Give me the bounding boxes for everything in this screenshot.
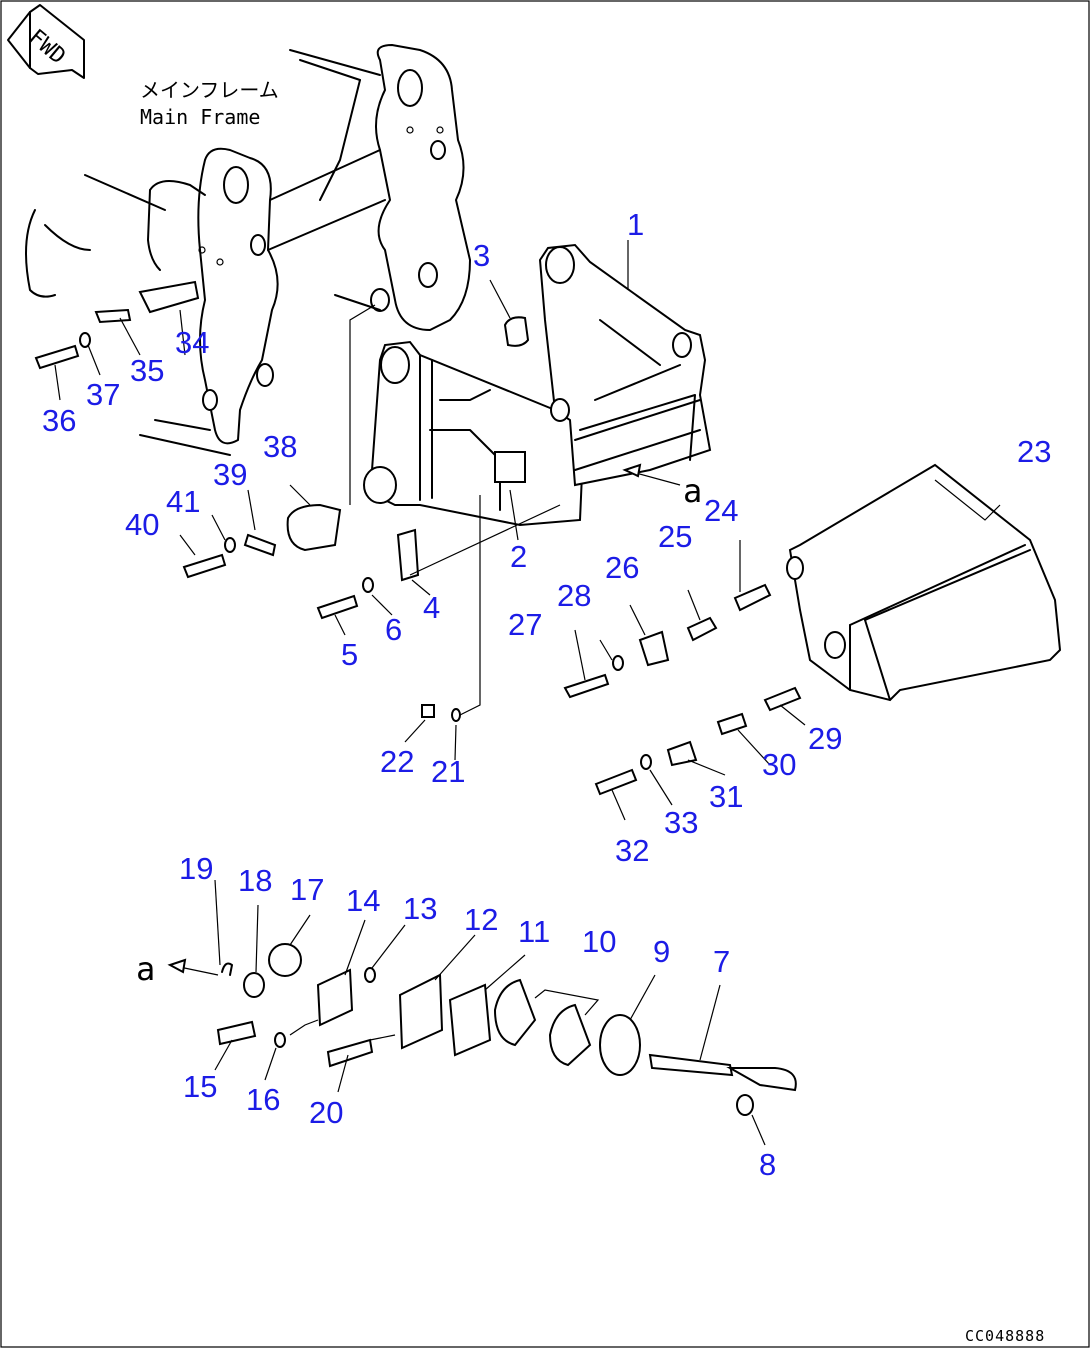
callout-25: 25 [658, 519, 692, 554]
callout-11: 11 [518, 914, 550, 949]
callout-21: 21 [431, 754, 465, 789]
callout-32: 32 [615, 833, 649, 868]
callout-29: 29 [808, 721, 842, 756]
callout-31: 31 [709, 779, 743, 814]
callout-41: 41 [166, 484, 200, 519]
parts-4-5-6 [316, 528, 420, 620]
parts-21-22 [421, 704, 461, 722]
main-frame [25, 44, 471, 456]
callout-6: 6 [385, 612, 402, 647]
small-parts-right [563, 583, 802, 796]
callout-36: 36 [42, 403, 76, 438]
callout-17: 17 [290, 872, 324, 907]
callout-5: 5 [341, 637, 358, 672]
callout-19: 19 [179, 851, 213, 886]
callout-16: 16 [246, 1082, 280, 1117]
callout-13: 13 [403, 891, 437, 926]
callout-15: 15 [183, 1069, 217, 1104]
callout-2: 2 [510, 539, 527, 574]
callout-26: 26 [605, 550, 639, 585]
callout-20: 20 [309, 1095, 343, 1130]
leader-lines [54, 240, 1001, 1146]
callout-35: 35 [130, 353, 164, 388]
callout-10: 10 [582, 924, 616, 959]
callout-9: 9 [653, 934, 670, 969]
callout-38: 38 [263, 429, 297, 464]
callout-18: 18 [238, 863, 272, 898]
callout-1: 1 [627, 207, 644, 242]
callout-12: 12 [464, 902, 498, 937]
drawing-code: CC048888 [965, 1327, 1045, 1345]
callout-22: 22 [380, 744, 414, 779]
ref-a-upper: a [683, 472, 702, 510]
callout-39: 39 [213, 457, 247, 492]
callout-8: 8 [759, 1147, 776, 1182]
callout-3: 3 [473, 238, 490, 273]
callout-7: 7 [713, 944, 730, 979]
callout-27: 27 [508, 607, 542, 642]
callout-4: 4 [423, 590, 440, 625]
callout-14: 14 [346, 883, 380, 918]
small-parts-left [34, 280, 342, 579]
callout-33: 33 [664, 805, 698, 840]
callout-28: 28 [557, 578, 591, 613]
ref-a-lower: a [136, 950, 155, 988]
main-frame-label-en: Main Frame [140, 105, 260, 129]
callout-40: 40 [125, 507, 159, 542]
callout-34: 34 [175, 325, 209, 360]
callout-30: 30 [762, 747, 796, 782]
part-1-bracket [363, 243, 712, 527]
fwd-arrow-symbol: FWD [7, 4, 85, 79]
lower-assembly [216, 943, 797, 1116]
callouts: 1 2 3 4 5 6 7 8 9 10 11 12 13 14 15 16 1… [42, 207, 1051, 1182]
callout-23: 23 [1017, 434, 1051, 469]
main-frame-label-jp: メインフレーム [140, 78, 279, 102]
callout-24: 24 [704, 493, 738, 528]
part-3-pin [503, 316, 530, 347]
callout-37: 37 [86, 377, 120, 412]
part-23-counterweight [786, 463, 1062, 702]
